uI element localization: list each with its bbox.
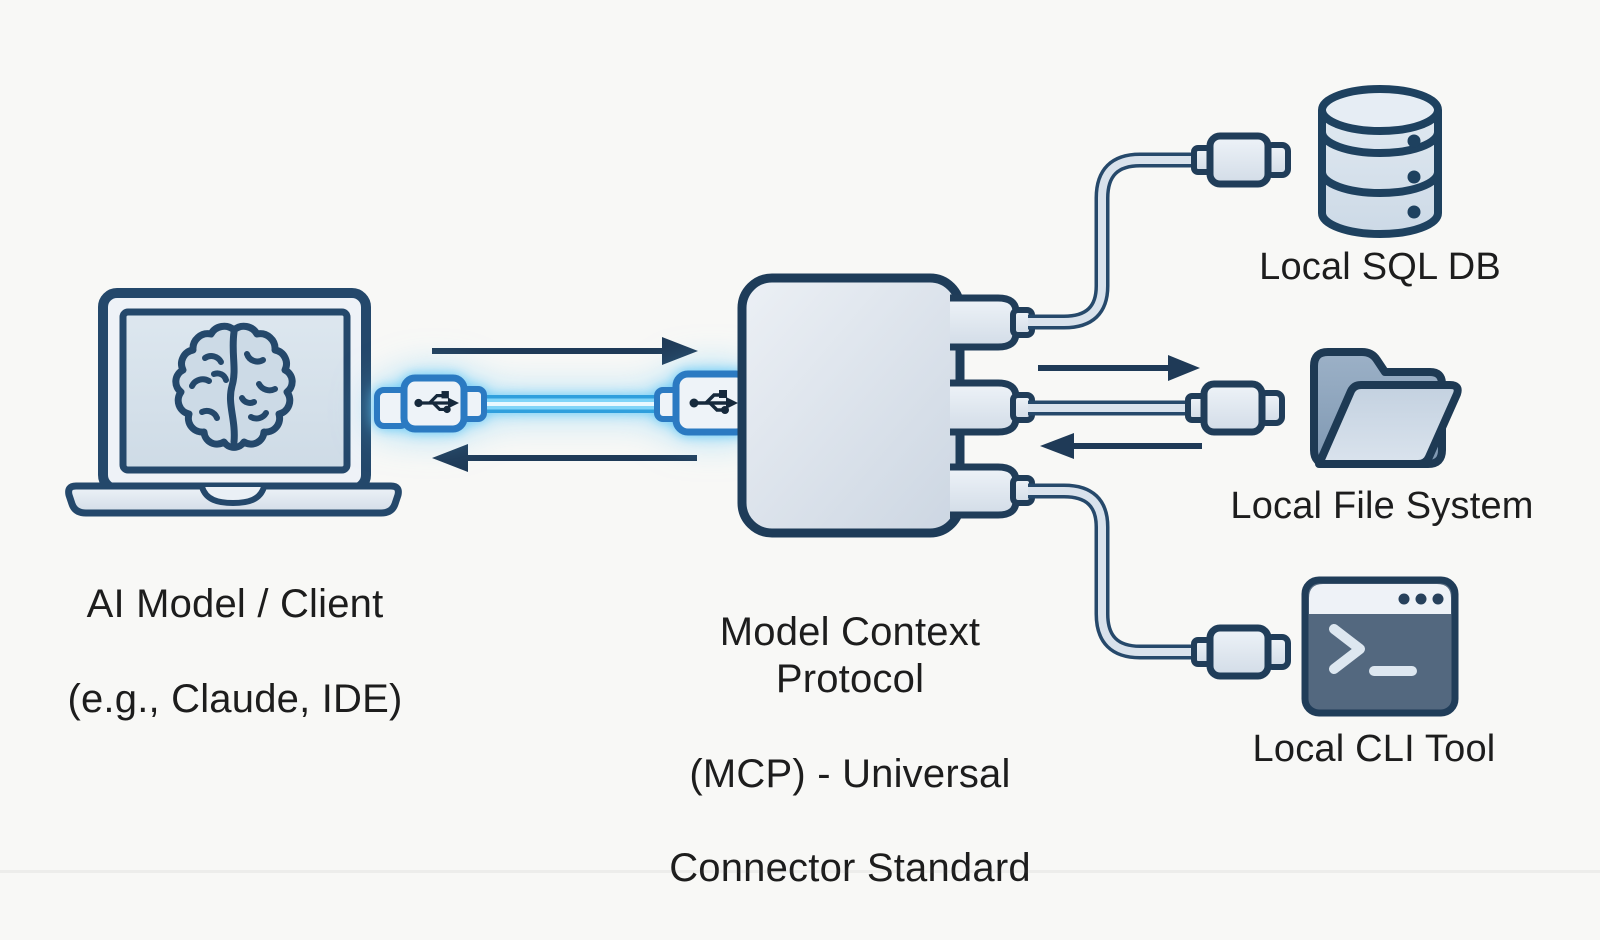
hub-ports <box>950 294 1035 519</box>
terminal-prompt-icon <box>1329 624 1417 676</box>
mcp-diagram: AI Model / Client (e.g., Claude, IDE) Mo… <box>0 85 1600 890</box>
database-icon <box>1318 85 1442 238</box>
cable-to-cli-tool <box>1028 483 1200 660</box>
arrow-right-icon <box>432 337 698 365</box>
usb-plug-left-icon <box>374 374 487 433</box>
usb-plug-icon <box>1194 136 1288 184</box>
usb-plug-icon <box>1194 628 1288 676</box>
client-label: AI Model / Client (e.g., Claude, IDE) <box>35 534 435 770</box>
folder-icon <box>1310 348 1462 468</box>
arrow-left-icon <box>432 444 697 472</box>
arrow-left-icon <box>1040 433 1202 459</box>
usb-hub-icon <box>737 273 1035 538</box>
client-label-line2: (e.g., Claude, IDE) <box>67 676 403 721</box>
hub-label-line2: (MCP) - Universal <box>689 751 1011 796</box>
diagram-canvas <box>65 85 1462 717</box>
cable-to-sql-db <box>1028 152 1200 330</box>
usb-plug-icon <box>1188 384 1282 432</box>
endpoint-label-file-system: Local File System <box>1230 485 1534 527</box>
endpoint-label-sql-db: Local SQL DB <box>1259 246 1501 288</box>
terminal-icon <box>1301 576 1459 717</box>
brain-icon <box>172 322 296 451</box>
laptop-icon <box>65 288 402 517</box>
hub-label-line3: Connector Standard <box>669 846 1031 891</box>
hub-label: Model Context Protocol (MCP) - Universal… <box>640 562 1060 940</box>
bottom-edge-artifact <box>0 870 1600 873</box>
usb-cable-glowing-icon <box>374 370 752 436</box>
arrow-right-icon <box>1038 355 1200 381</box>
client-label-line1: AI Model / Client <box>86 582 384 627</box>
endpoint-label-cli-tool: Local CLI Tool <box>1252 728 1496 770</box>
hub-label-line1: Model Context Protocol <box>719 610 981 702</box>
